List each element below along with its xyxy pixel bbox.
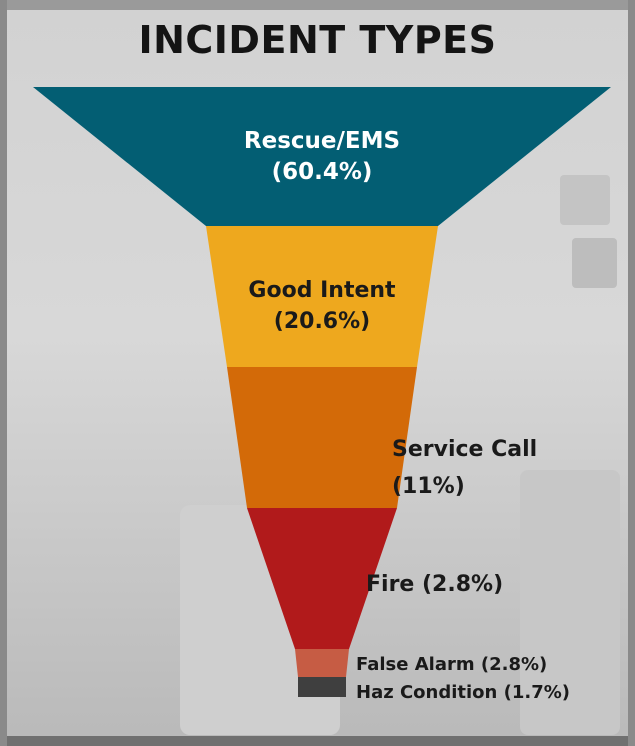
chart-title: INCIDENT TYPES	[138, 18, 497, 62]
funnel-segment-rescue-ems	[33, 87, 611, 226]
funnel-segment-false-alarm	[295, 649, 349, 677]
funnel-segment-good-intent	[206, 226, 438, 367]
segment-label-good-intent: Good Intent(20.6%)	[248, 278, 396, 334]
segment-label-service-call: Service Call(11%)	[392, 437, 537, 499]
funnel-segment-service-call	[227, 367, 417, 508]
segment-label-rescue-ems: Rescue/EMS(60.4%)	[244, 128, 400, 185]
funnel-segment-haz-condition	[298, 677, 346, 697]
segment-label-haz-condition: Haz Condition (1.7%)	[356, 682, 570, 703]
segment-label-fire: Fire (2.8%)	[366, 572, 503, 597]
funnel-segment-fire	[247, 508, 397, 649]
segment-label-false-alarm: False Alarm (2.8%)	[356, 654, 547, 675]
